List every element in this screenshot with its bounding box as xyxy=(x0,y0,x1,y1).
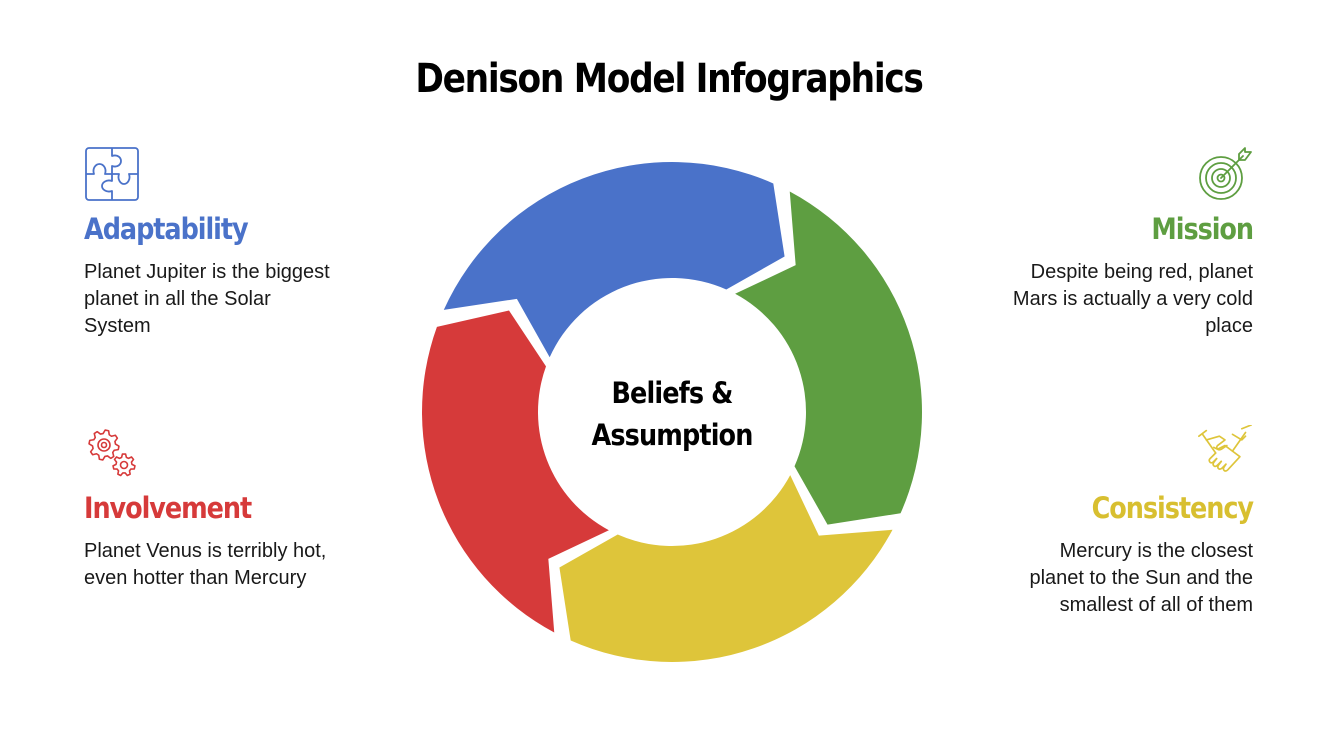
trait-heading: Mission xyxy=(1151,212,1254,246)
trait-heading: Involvement xyxy=(84,491,252,525)
trait-involvement: Involvement Planet Venus is terribly hot… xyxy=(84,425,334,592)
handshake-icon xyxy=(1198,425,1252,472)
trait-description: Planet Jupiter is the biggest planet in … xyxy=(84,261,330,337)
cycle-segment-mission xyxy=(735,191,922,525)
page-title: Denison Model Infographics xyxy=(415,56,924,102)
cycle-segment-consistency xyxy=(559,475,893,662)
gears-icon xyxy=(88,429,136,477)
trait-consistency: Consistency Mercury is the closest plane… xyxy=(1003,425,1254,619)
center-label-line1: Beliefs & xyxy=(611,376,733,410)
cycle-segment-adaptability xyxy=(443,162,785,358)
trait-adaptability: Adaptability Planet Jupiter is the bigge… xyxy=(84,146,334,340)
center-label-line2: Assumption xyxy=(591,418,753,452)
trait-description: Mercury is the closest planet to the Sun… xyxy=(1029,540,1253,616)
center-label: Beliefs & Assumption xyxy=(571,372,773,456)
trait-description: Planet Venus is terribly hot, even hotte… xyxy=(84,540,327,589)
trait-mission: Mission Despite being red, planet Mars i… xyxy=(1003,146,1254,340)
cycle-segment-involvement xyxy=(422,310,609,633)
target-icon xyxy=(1199,147,1252,200)
puzzle-icon xyxy=(85,147,139,201)
trait-description: Despite being red, planet Mars is actual… xyxy=(1012,261,1253,337)
trait-heading: Adaptability xyxy=(84,212,249,246)
trait-heading: Consistency xyxy=(1091,491,1254,525)
